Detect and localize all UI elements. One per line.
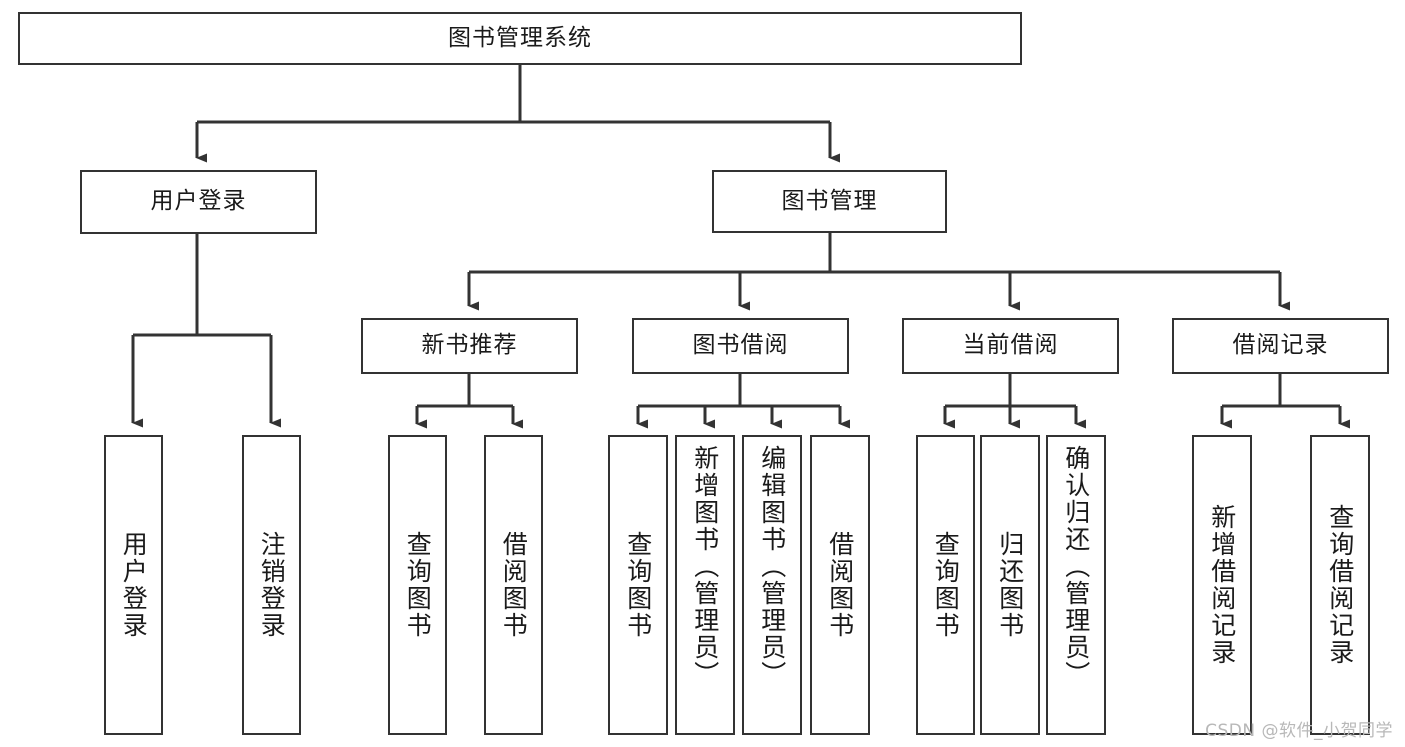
- node-current-borrow[interactable]: 当前借阅: [902, 318, 1119, 374]
- leaf-nbr-borrow-book-label: 借阅图书: [499, 531, 529, 639]
- leaf-user-logout[interactable]: 注销登录: [242, 435, 301, 735]
- node-current-borrow-label: 当前借阅: [962, 332, 1059, 359]
- node-book-borrow-label: 图书借阅: [692, 332, 789, 359]
- leaf-bb-query-book[interactable]: 查询图书: [608, 435, 668, 735]
- node-new-book-recommend-label: 新书推荐: [421, 332, 518, 359]
- node-borrow-record[interactable]: 借阅记录: [1172, 318, 1389, 374]
- leaf-cb-query-book[interactable]: 查询图书: [916, 435, 975, 735]
- leaf-nbr-query-book-label: 查询图书: [403, 531, 433, 639]
- leaf-user-login-label: 用户登录: [119, 531, 149, 639]
- leaf-bb-edit-book-admin[interactable]: 编辑图书（管理员）: [742, 435, 802, 735]
- leaf-bb-edit-book-admin-label: 编辑图书（管理员）: [757, 445, 787, 688]
- leaf-nbr-query-book[interactable]: 查询图书: [388, 435, 447, 735]
- node-user-login-label: 用户登录: [150, 188, 247, 215]
- node-book-management[interactable]: 图书管理: [712, 170, 947, 233]
- leaf-br-query-record[interactable]: 查询借阅记录: [1310, 435, 1370, 735]
- leaf-user-login[interactable]: 用户登录: [104, 435, 163, 735]
- node-book-borrow[interactable]: 图书借阅: [632, 318, 849, 374]
- node-root[interactable]: 图书管理系统: [18, 12, 1022, 65]
- leaf-cb-return-book[interactable]: 归还图书: [980, 435, 1040, 735]
- leaf-br-query-record-label: 查询借阅记录: [1325, 504, 1355, 666]
- node-book-management-label: 图书管理: [781, 187, 878, 214]
- leaf-bb-borrow-book-label: 借阅图书: [825, 531, 855, 639]
- leaf-nbr-borrow-book[interactable]: 借阅图书: [484, 435, 543, 735]
- leaf-br-add-record[interactable]: 新增借阅记录: [1192, 435, 1252, 735]
- leaf-cb-query-book-label: 查询图书: [931, 531, 961, 639]
- leaf-cb-confirm-return-admin[interactable]: 确认归还（管理员）: [1046, 435, 1106, 735]
- leaf-bb-borrow-book[interactable]: 借阅图书: [810, 435, 870, 735]
- node-user-login[interactable]: 用户登录: [80, 170, 317, 234]
- leaf-bb-query-book-label: 查询图书: [623, 531, 653, 639]
- node-root-label: 图书管理系统: [448, 24, 592, 51]
- leaf-bb-add-book-admin[interactable]: 新增图书（管理员）: [675, 435, 735, 735]
- leaf-cb-return-book-label: 归还图书: [995, 531, 1025, 639]
- leaf-user-logout-label: 注销登录: [257, 531, 287, 639]
- leaf-bb-add-book-admin-label: 新增图书（管理员）: [690, 445, 720, 688]
- leaf-br-add-record-label: 新增借阅记录: [1207, 504, 1237, 666]
- node-new-book-recommend[interactable]: 新书推荐: [361, 318, 578, 374]
- leaf-cb-confirm-return-admin-label: 确认归还（管理员）: [1061, 445, 1091, 688]
- node-borrow-record-label: 借阅记录: [1232, 332, 1329, 359]
